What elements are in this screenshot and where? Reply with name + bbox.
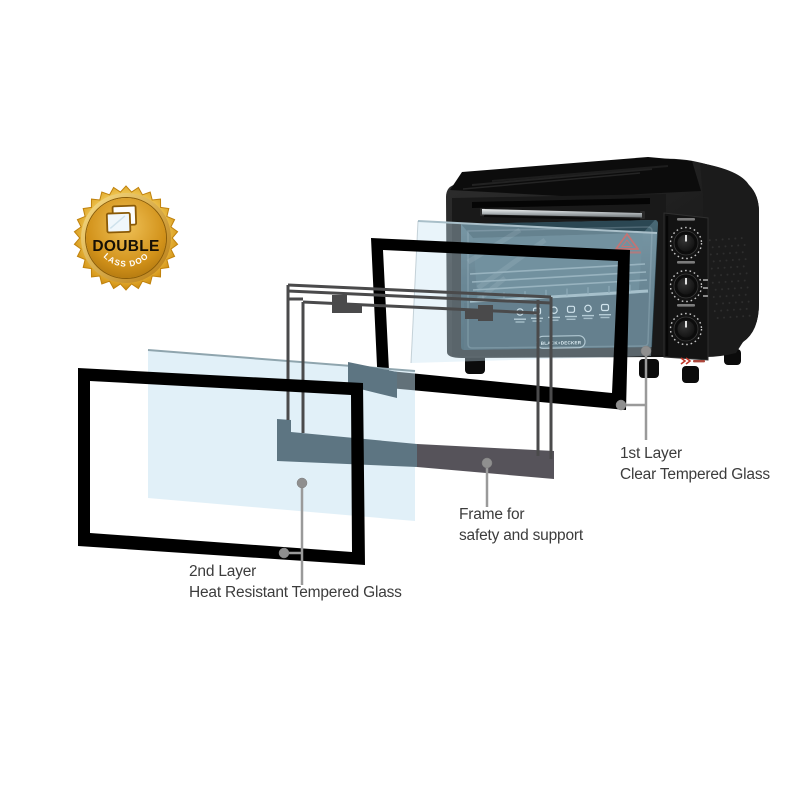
label-1st-layer: 1st Layer Clear Tempered Glass xyxy=(620,444,770,485)
brand-logo-text: BLACK+DECKER xyxy=(541,340,582,346)
callout-frame xyxy=(481,457,493,507)
oven-control-panel xyxy=(663,212,709,365)
support-frame-band-left xyxy=(277,419,417,467)
callout-1st-layer xyxy=(615,345,652,440)
oven-side-vents xyxy=(708,237,751,320)
black-frame-2nd-layer xyxy=(78,368,365,565)
label-2nd-layer-desc: Heat Resistant Tempered Glass xyxy=(189,583,402,601)
label-2nd-layer: 2nd Layer Heat Resistant Tempered Glass xyxy=(189,562,402,603)
label-1st-layer-title: 1st Layer xyxy=(620,445,682,462)
oven-top-surface xyxy=(450,157,701,197)
callout-2nd-layer xyxy=(278,477,308,585)
support-frame xyxy=(277,283,554,479)
oven-right-side xyxy=(700,163,759,357)
label-1st-layer-desc: Clear Tempered Glass xyxy=(620,465,770,483)
badge-title: DOUBLE xyxy=(92,238,159,255)
door-slot xyxy=(472,198,650,208)
power-indicator-icon xyxy=(680,357,705,365)
oven-control-knobs xyxy=(669,218,708,346)
label-frame: Frame for safety and support xyxy=(459,505,583,546)
double-glass-door-badge: DOUBLE GLASS DOOR xyxy=(0,0,179,291)
label-frame-title: Frame for xyxy=(459,506,525,523)
double-glass-pane-icon xyxy=(105,204,138,234)
label-frame-desc: safety and support xyxy=(459,526,583,544)
label-2nd-layer-title: 2nd Layer xyxy=(189,563,257,580)
support-frame-corner-tabs xyxy=(332,295,493,321)
black-frame-1st-layer xyxy=(371,238,630,410)
door-handle xyxy=(480,208,645,221)
callouts xyxy=(278,345,652,585)
